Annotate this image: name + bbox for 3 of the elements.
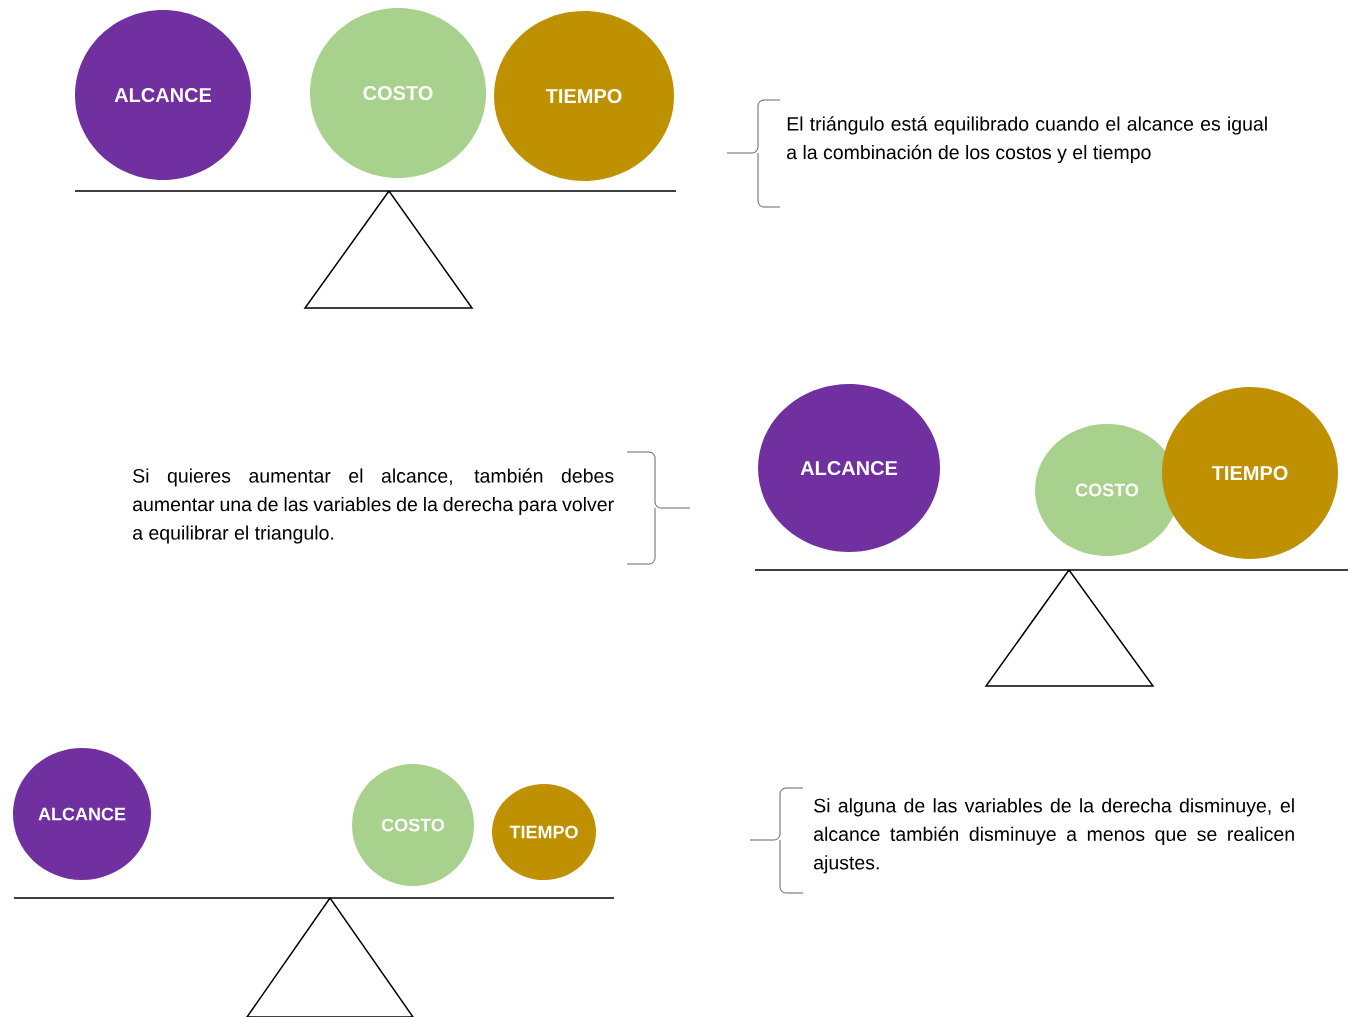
note-text: Si alguna de las variables de la derecha disminuye, el alcance también disminuye a menos que se realicen ajustes. <box>814 798 1294 874</box>
note-text: El triángulo está equilibrado cuando el alcance es igual a la combinación de los costos y el tiempo <box>787 116 1267 164</box>
note-text: Si quieres aumentar el alcance, también debes aumentar una de las variables de la derecha para volver a equilibrar el triangulo. <box>133 468 614 544</box>
